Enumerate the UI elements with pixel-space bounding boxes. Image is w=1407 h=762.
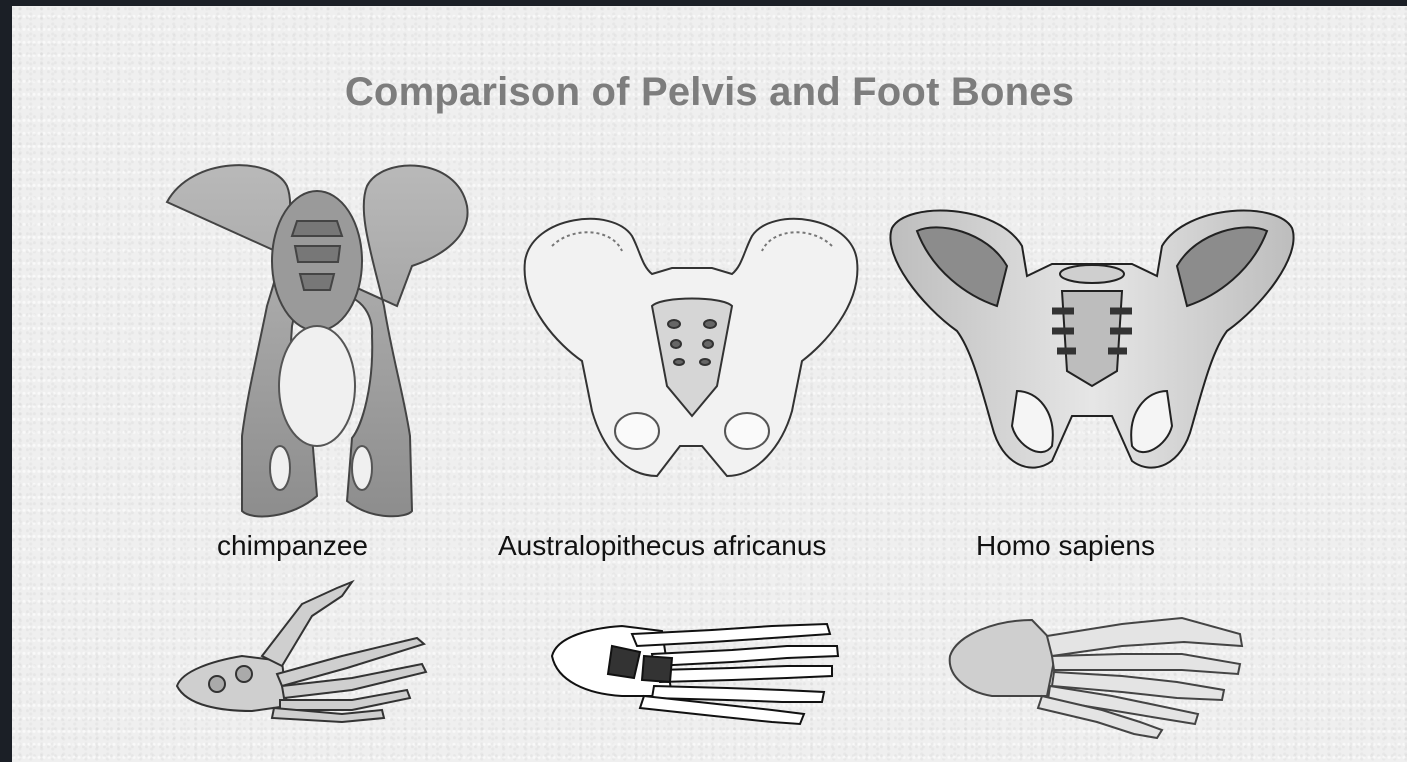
label-chimpanzee: chimpanzee	[217, 530, 368, 562]
chimpanzee-pelvis-illustration	[167, 165, 468, 516]
label-homo-sapiens: Homo sapiens	[976, 530, 1155, 562]
comparison-panel: Comparison of Pelvis and Foot Bones	[12, 6, 1407, 762]
bone-illustrations	[12, 6, 1407, 762]
australopithecus-foot-illustration	[552, 624, 838, 724]
label-australopithecus: Australopithecus africanus	[498, 530, 826, 562]
homo-sapiens-pelvis-illustration	[890, 211, 1293, 468]
chimpanzee-foot-illustration	[177, 582, 426, 722]
australopithecus-pelvis-illustration	[525, 219, 858, 476]
homo-sapiens-foot-illustration	[950, 618, 1242, 738]
